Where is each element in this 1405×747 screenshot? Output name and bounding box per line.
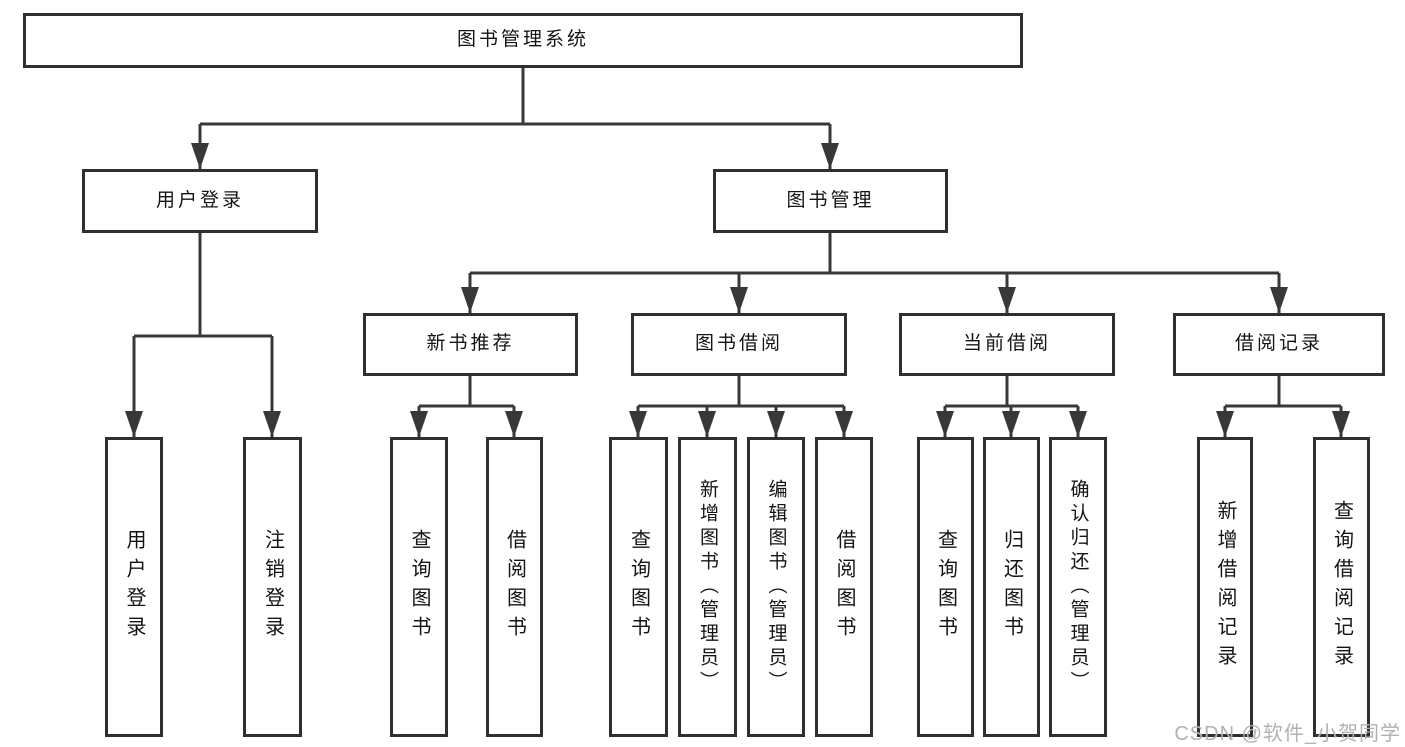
node-leaf-return-book: 归还图书 [983, 437, 1040, 737]
node-leaf-logout: 注销登录 [243, 437, 302, 737]
node-book-borrowing: 图书借阅 [631, 313, 847, 376]
node-leaf-query-book-current: 查询图书 [917, 437, 974, 737]
node-new-book-recommend: 新书推荐 [363, 313, 578, 376]
node-leaf-query-book-recommend: 查询图书 [390, 437, 448, 737]
arrowheads [125, 143, 1350, 437]
node-leaf-query-book-borrowing: 查询图书 [609, 437, 668, 737]
node-book-management-module: 图书管理 [713, 169, 948, 233]
node-borrowing-records: 借阅记录 [1173, 313, 1385, 376]
node-leaf-query-borrow-record: 查询借阅记录 [1313, 437, 1370, 737]
node-leaf-borrow-book-recommend: 借阅图书 [486, 437, 543, 737]
node-leaf-borrow-book-borrowing: 借阅图书 [815, 437, 873, 737]
node-leaf-user-login: 用户登录 [105, 437, 163, 737]
node-user-login-module: 用户登录 [82, 169, 318, 233]
node-leaf-add-book-admin: 新增图书（管理员） [678, 437, 737, 737]
node-leaf-add-borrow-record: 新增借阅记录 [1197, 437, 1253, 737]
node-leaf-confirm-return-admin: 确认归还（管理员） [1049, 437, 1107, 737]
node-leaf-edit-book-admin: 编辑图书（管理员） [747, 437, 805, 737]
node-root-system: 图书管理系统 [23, 13, 1023, 68]
node-current-borrowing: 当前借阅 [899, 313, 1115, 376]
watermark: CSDN @软件_小贺同学 [1174, 723, 1401, 745]
